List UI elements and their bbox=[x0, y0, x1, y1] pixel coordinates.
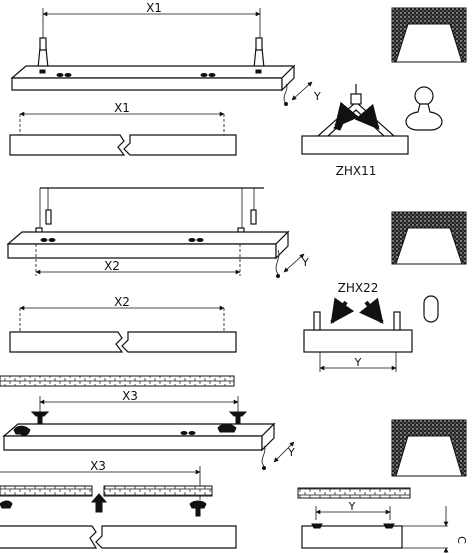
x2-side-label: X2 bbox=[114, 295, 130, 309]
x3-dimension-top: X3 bbox=[39, 389, 239, 416]
luminaire-mid bbox=[6, 230, 290, 278]
zhx11-clamp-detail: ZHX11 bbox=[301, 84, 409, 178]
c-dimension-label: C bbox=[455, 536, 468, 544]
x1-side-view: X1 bbox=[9, 101, 237, 156]
hanger-left bbox=[37, 47, 49, 69]
zhx11-label: ZHX11 bbox=[336, 164, 377, 178]
x3-clip-detail: Y C bbox=[297, 487, 468, 553]
luminaire-top bbox=[10, 64, 296, 106]
luminaire-bottom bbox=[2, 422, 276, 470]
ceiling-section-icon-2 bbox=[391, 211, 467, 265]
y-bottom-detail-label: Y bbox=[348, 500, 356, 513]
section-zhx11: X1 Y X1 bbox=[9, 1, 467, 178]
x2-mid-label: X2 bbox=[104, 259, 120, 273]
x1-dimension-top: X1 bbox=[42, 1, 261, 48]
zhx22-label: ZHX22 bbox=[338, 281, 379, 295]
key-icon bbox=[405, 86, 443, 131]
x1-top-label: X1 bbox=[146, 1, 162, 15]
section-zhx22: Y X2 X2 ZHX22 Y bbox=[6, 187, 467, 372]
y-bottom-label: Y bbox=[287, 446, 295, 459]
y-mid-label: Y bbox=[301, 256, 309, 269]
ceiling-section-icon-1 bbox=[391, 7, 467, 63]
x3-side-view: X3 bbox=[0, 459, 237, 549]
hanger-right bbox=[253, 47, 265, 69]
y-detail-label: Y bbox=[354, 356, 362, 369]
ceiling-section-icon-3 bbox=[391, 419, 467, 477]
x2-dimension-mid: X2 bbox=[35, 244, 241, 276]
x3-top-label: X3 bbox=[122, 389, 138, 403]
slot-icon bbox=[423, 295, 439, 323]
x3-side-label: X3 bbox=[90, 459, 106, 473]
x2-side-view: X2 bbox=[9, 295, 237, 353]
x1-side-label: X1 bbox=[114, 101, 130, 115]
zhx22-clamp-detail: ZHX22 Y bbox=[303, 281, 413, 372]
y-top-label: Y bbox=[313, 90, 321, 103]
brick-ceiling-top bbox=[0, 375, 235, 387]
section-x3: X3 Y X3 bbox=[0, 375, 468, 553]
